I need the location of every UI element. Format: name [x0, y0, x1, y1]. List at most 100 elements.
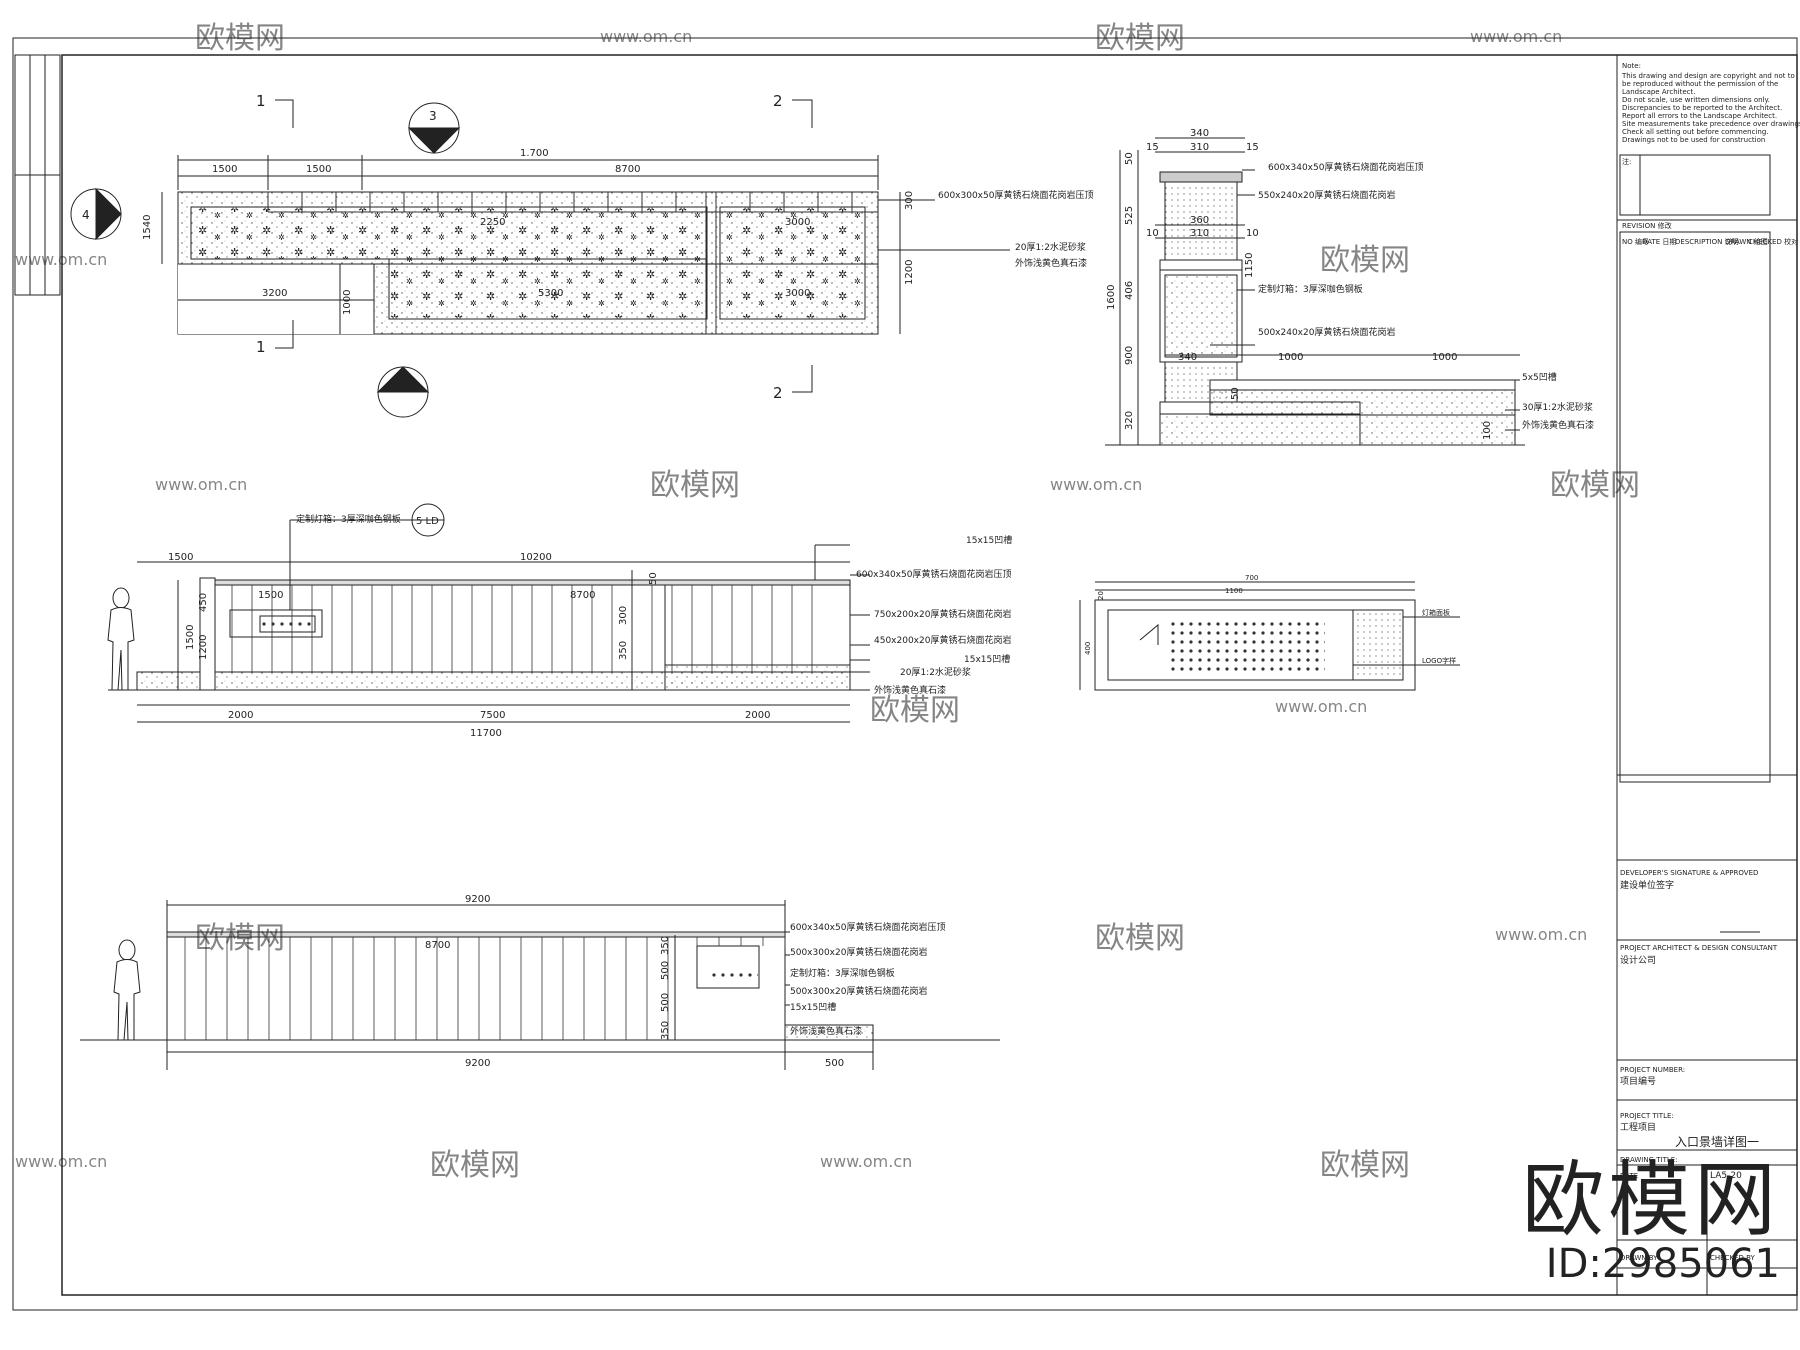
dim-text: 320 [1124, 411, 1135, 430]
material-label: 20厚1:2水泥砂浆 [900, 666, 971, 678]
dim-text: 525 [1124, 206, 1135, 225]
dim-text: 8700 [570, 590, 595, 601]
plan-callouts: 3 4 2 [70, 102, 461, 418]
title-block [1616, 55, 1797, 1295]
dim-text: 1100 [1225, 587, 1243, 595]
material-label: 550x240x20厚黄锈石烧面花岗岩 [1258, 189, 1395, 201]
dim-text: 450 [198, 593, 209, 612]
watermark-id: ID:2985061 [1545, 1241, 1780, 1287]
dim-text: 50 [1230, 387, 1241, 400]
dim-text: 50 [1124, 152, 1135, 165]
material-label: 定制灯箱：3厚深咖色钢板 [296, 513, 401, 525]
plan-view [161, 155, 1010, 335]
dim-text: 500 [825, 1058, 844, 1069]
watermark-text: 欧模网 [1095, 921, 1185, 956]
watermark-text: www.om.cn [1495, 925, 1587, 944]
dim-text: 340 [1190, 128, 1209, 139]
dim-text: 1500 [168, 552, 193, 563]
dim-text: 8700 [615, 164, 640, 175]
dim-text: 20 [1097, 591, 1105, 600]
plan-dimensions: 1500 1500 1.700 8700 2250 3000 3000 5300… [142, 148, 915, 315]
material-label: 外饰浅黄色真石漆 [1015, 257, 1087, 269]
watermark-text: www.om.cn [1050, 475, 1142, 494]
section-mark: 2 [773, 384, 783, 402]
dim-text: 400 [1084, 642, 1092, 655]
dim-text: 1200 [904, 260, 915, 285]
section-view [1105, 137, 1525, 446]
dim-text: 1000 [1278, 352, 1303, 363]
dim-text: 3000 [785, 288, 810, 299]
watermark-text: www.om.cn [15, 1152, 107, 1171]
dim-text: 900 [1124, 346, 1135, 365]
dim-text: 1600 [1106, 285, 1117, 310]
watermark-text: 欧模网 [650, 468, 740, 503]
consultant-label: PROJECT ARCHITECT & DESIGN CONSULTANT [1620, 944, 1778, 952]
dim-text: 10200 [520, 552, 552, 563]
drawing-number: LA5-20 [1710, 1171, 1742, 1181]
project-number-label: PROJECT NUMBER: [1620, 1066, 1685, 1074]
dim-text: 700 [1245, 574, 1258, 582]
dim-text: 360 [1190, 215, 1209, 226]
elevation-front-panels [231, 585, 813, 672]
section-labels: 600x340x50厚黄锈石烧面花岗岩压顶 550x240x20厚黄锈石烧面花岗… [1258, 161, 1594, 431]
material-label: 600x300x50厚黄锈石烧面花岗岩压顶 [938, 189, 1093, 201]
callout-number: 5 LD [416, 516, 439, 527]
watermark-text: 欧模网 [1095, 21, 1185, 56]
inner-border [61, 54, 1798, 1296]
revision-col: NO 编号 [1622, 237, 1649, 246]
project-number-value: 项目编号 [1620, 1075, 1656, 1087]
project-title-value: 工程项目 [1620, 1122, 1656, 1133]
revision-col: DRAWN 绘图 [1725, 237, 1768, 246]
elevation-side [80, 900, 1000, 1070]
dim-text: 1150 [1244, 253, 1255, 278]
material-label: 15x15凹槽 [966, 534, 1012, 546]
dim-text: 5300 [538, 288, 563, 299]
revision-col: DESCRIPTION 说明 [1675, 237, 1739, 246]
checked-label: CHECKED BY [1710, 1254, 1756, 1262]
dim-text: 300 [618, 606, 629, 625]
dim-text: 406 [1124, 281, 1135, 300]
watermark-logo: 欧模网 ID:2985061 [1490, 1160, 1780, 1287]
dim-text: 10 [1246, 228, 1259, 239]
consultant-value: 设计公司 [1620, 954, 1656, 966]
material-label: 外饰浅黄色真石漆 [874, 684, 946, 696]
dim-text: 1000 [342, 290, 353, 315]
note-line: This drawing and design are copyright an… [1621, 72, 1795, 80]
section-mark: 2 [773, 92, 783, 110]
watermark-text: 欧模网 [870, 693, 960, 728]
revision-col: DATE 日期 [1642, 238, 1676, 246]
dim-text: 1500 [185, 625, 196, 650]
project-title-label: PROJECT TITLE: [1620, 1112, 1674, 1120]
notes-title: 注: [1622, 157, 1631, 166]
dim-text: 100 [1482, 421, 1493, 440]
material-label: 外饰浅黄色真石漆 [790, 1025, 862, 1037]
dim-text: 1500 [258, 590, 283, 601]
dim-text: 2000 [745, 710, 770, 721]
callout-number: 3 [429, 109, 437, 123]
dim-text: 15 [1246, 142, 1259, 153]
dim-text: 340 [1178, 352, 1197, 363]
watermark-text: 欧模网 [195, 21, 285, 56]
watermark-text: 欧模网 [195, 921, 285, 956]
plan-labels: 600x300x50厚黄锈石烧面花岗岩压顶 20厚1:2水泥砂浆 外饰浅黄色真石… [938, 189, 1093, 269]
drawn-label: DRAWN BY [1620, 1254, 1658, 1262]
dim-text: 3000 [785, 217, 810, 228]
note-line: Check all setting out before commencing. [1622, 128, 1769, 136]
dim-text: 15 [1146, 142, 1159, 153]
material-label: 15x15凹槽 [790, 1001, 836, 1013]
owner-label: DEVELOPER'S SIGNATURE & APPROVED [1620, 869, 1758, 877]
elevation-front-labels: 15x15凹槽 600x340x50厚黄锈石烧面花岗岩压顶 750x200x20… [856, 534, 1012, 696]
drawing-title: 入口景墙详图一 [1675, 1134, 1759, 1149]
note-line: Site measurements take precedence over d… [1622, 120, 1800, 128]
material-label: 灯箱面板 [1422, 608, 1450, 617]
material-label: 600x340x50厚黄锈石烧面花岗岩压顶 [790, 921, 945, 933]
elevation-front [108, 519, 870, 723]
watermark-text: www.om.cn [1275, 697, 1367, 716]
watermark-text: 欧模网 [430, 1148, 520, 1183]
dim-text: 9200 [465, 1058, 490, 1069]
lightbox-detail-text: 700 1100 400 20 灯箱面板 LOGO字样 [1084, 574, 1456, 665]
material-label: 外饰浅黄色真石漆 [1522, 419, 1594, 431]
note-line: be reproduced without the permission of … [1622, 80, 1778, 88]
dim-text: 10 [1146, 228, 1159, 239]
material-label: 450x200x20厚黄锈石烧面花岗岩 [874, 634, 1011, 646]
